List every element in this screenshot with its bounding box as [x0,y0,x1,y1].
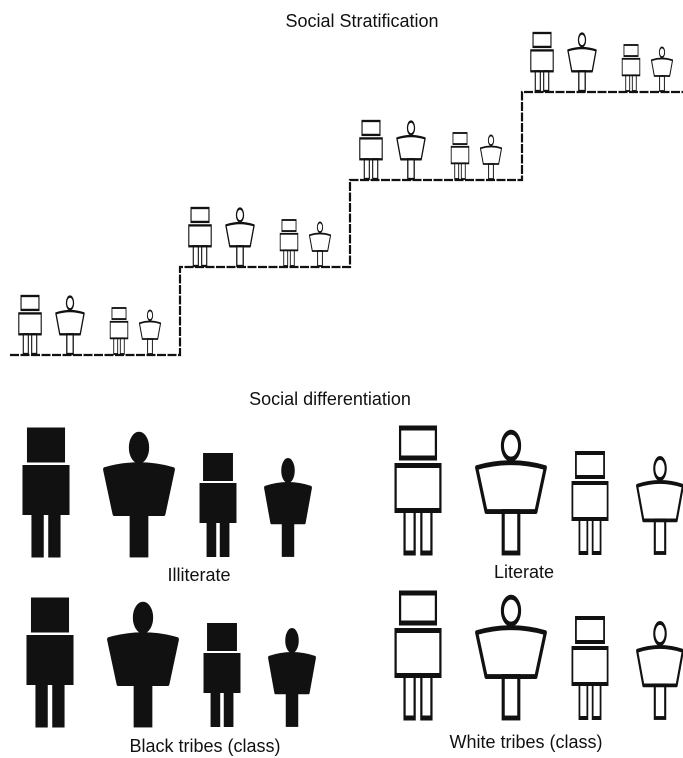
step-1-boy-figure [109,307,129,355]
step-4-boy-figure [621,44,641,92]
white-tribes-woman-figure [475,594,547,721]
white-tribes-label: White tribes (class) [449,732,603,752]
black-tribes-label: Black tribes (class) [129,736,281,756]
black-tribes-boy-figure [203,623,241,727]
white-tribes-boy-figure [571,616,609,720]
step-1-woman-figure [55,295,85,356]
literate-woman-figure [475,429,547,556]
step-3-boy-figure [450,132,470,180]
group-figures [22,425,683,728]
illiterate-boy-figure [199,453,237,557]
step-2-woman-figure [225,207,255,268]
step-4-woman-figure [567,32,597,93]
step-3-woman-figure [396,120,426,181]
step-2-girl-figure [308,221,332,267]
step-4-man-figure [530,31,554,93]
illiterate-woman-figure [103,431,175,558]
black-tribes-girl-figure [268,628,316,727]
staircase-line [10,90,683,357]
literate-boy-figure [571,451,609,555]
step-4-girl-figure [650,46,674,92]
black-tribes-woman-figure [107,601,179,728]
step-3-man-figure [359,119,383,181]
step-1-man-figure [18,294,42,356]
step-1-girl-figure [138,309,162,355]
differentiation-title: Social differentiation [249,389,411,409]
step-2-boy-figure [279,219,299,267]
stratification-title: Social Stratification [285,11,439,31]
step-2-man-figure [188,206,212,268]
step-3-girl-figure [479,134,503,180]
illiterate-label: Illiterate [167,565,231,585]
white-tribes-girl-figure [636,621,683,720]
literate-man-figure [394,425,442,556]
white-tribes-man-figure [394,590,442,721]
black-tribes-man-figure [26,597,74,728]
staircase-figures [18,31,674,356]
literate-label: Literate [493,562,555,582]
literate-girl-figure [636,456,683,555]
illiterate-man-figure [22,427,70,558]
illiterate-girl-figure [264,458,312,557]
